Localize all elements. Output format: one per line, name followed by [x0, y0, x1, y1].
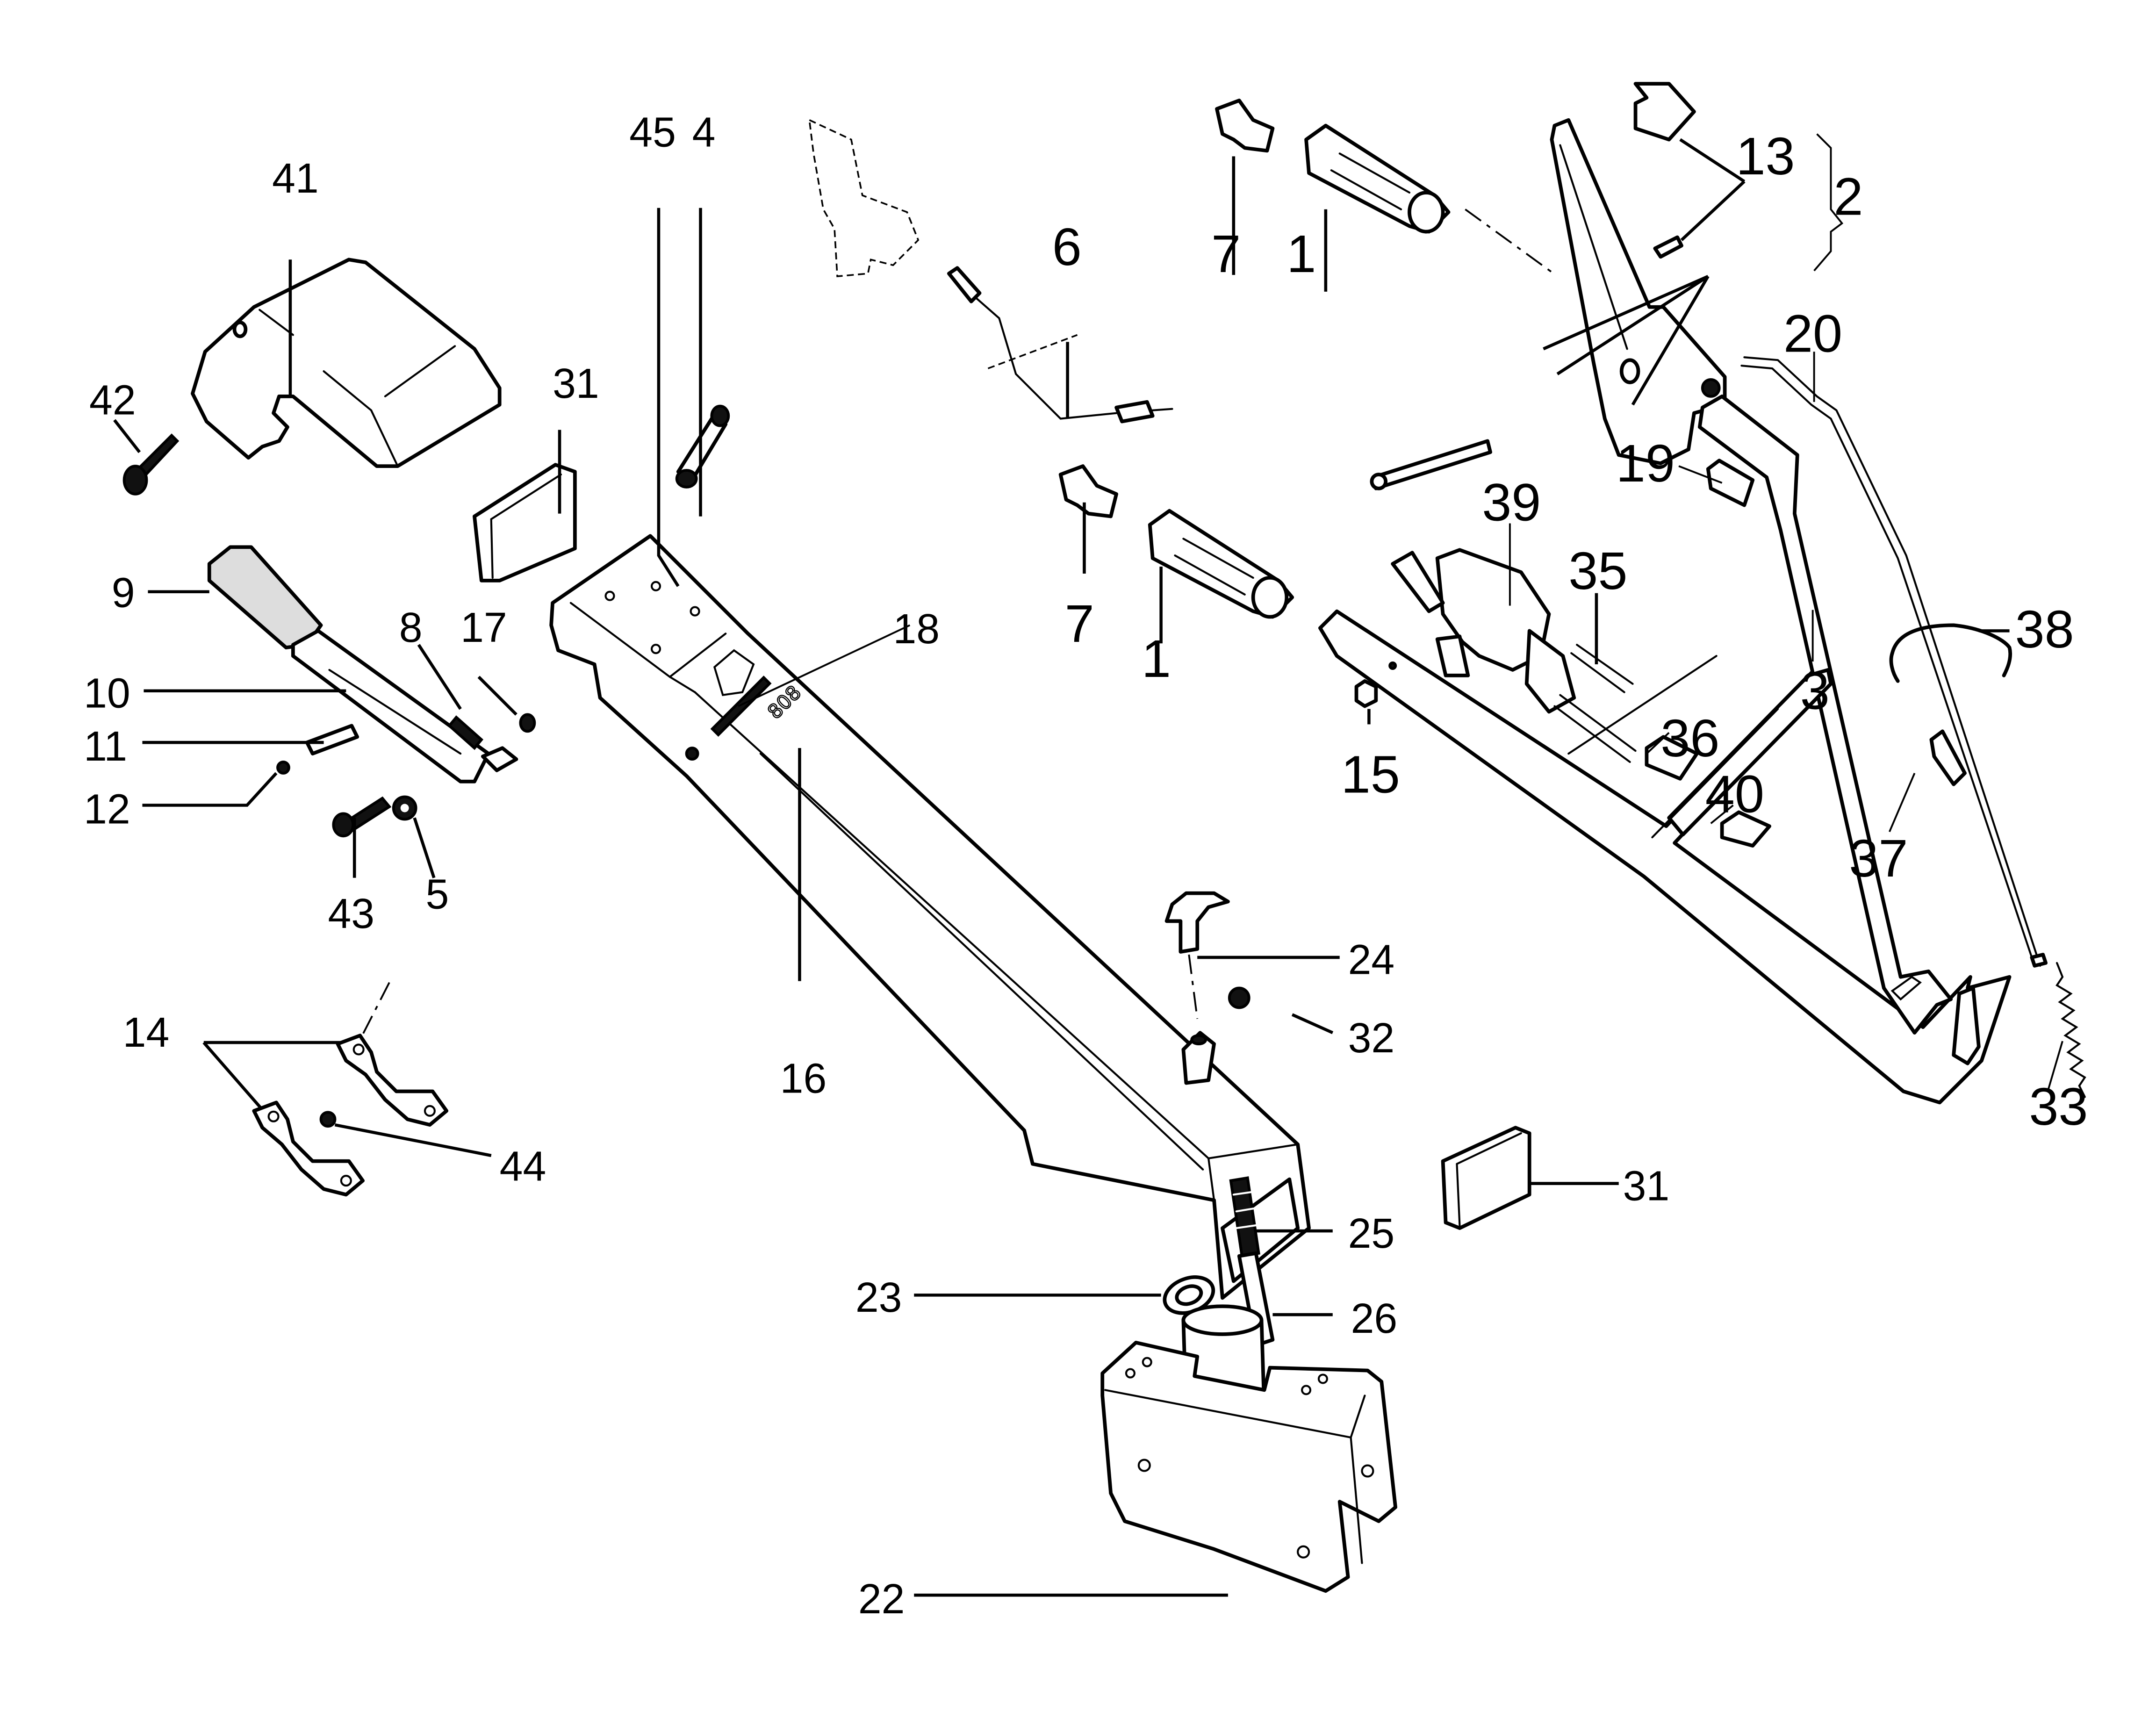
grip-plug-upper-part	[1215, 99, 1275, 153]
cover-screw-part	[122, 433, 180, 496]
callout-2: 2	[1833, 167, 1863, 227]
callout-15: 15	[1341, 745, 1400, 805]
callout-45: 45	[629, 108, 676, 155]
callout-8: 8	[399, 604, 423, 651]
callout-23: 23	[855, 1274, 902, 1321]
wire-harness-part	[808, 118, 1173, 424]
throttle-control-part	[1391, 548, 1637, 763]
cable-clip-upper-part	[1706, 459, 1755, 507]
callout-19: 19	[1616, 434, 1675, 493]
callout-31-upper: 31	[553, 360, 599, 407]
end-cap-upper-part	[473, 463, 577, 582]
leader-lines	[113, 133, 2063, 1597]
callout-35: 35	[1568, 541, 1627, 601]
callout-1-lower: 1	[1142, 629, 1171, 689]
shift-lever-part	[207, 545, 536, 784]
pivot-bolt-part	[332, 795, 417, 838]
callout-10: 10	[84, 670, 130, 717]
cable-clip-c-part	[1929, 729, 1967, 786]
callout-16: 16	[780, 1055, 827, 1102]
return-spring-part	[2055, 962, 2086, 1098]
callout-36: 36	[1660, 709, 1719, 768]
callout-37: 37	[1849, 829, 1908, 888]
end-cap-lower-part	[1441, 1126, 1531, 1230]
callout-41: 41	[272, 155, 319, 201]
callout-13: 13	[1736, 127, 1795, 186]
callout-25: 25	[1348, 1210, 1395, 1257]
handlebar-part	[1318, 394, 2012, 1105]
lock-knob-part	[1164, 891, 1230, 1019]
callout-26: 26	[1351, 1295, 1398, 1342]
callout-20: 20	[1783, 304, 1842, 363]
column-nut-part	[1228, 986, 1250, 1009]
callout-labels: 41 42 45 4 31 9 10 11 12 8 17 43 5 14 44…	[84, 108, 2088, 1622]
control-rod-part	[1740, 356, 2048, 968]
callout-31-lower: 31	[1623, 1162, 1670, 1209]
hand-grip-lower-part	[1148, 509, 1294, 619]
callout-12: 12	[84, 785, 130, 832]
callout-11: 11	[84, 723, 127, 769]
callout-6: 6	[1052, 217, 1082, 277]
callout-7-upper: 7	[1211, 224, 1241, 284]
callout-3: 3	[1800, 661, 1830, 721]
handlebar-nut-part	[1354, 661, 1397, 708]
callout-40: 40	[1705, 764, 1764, 824]
cable-clip-a-part	[1645, 735, 1699, 781]
callout-43: 43	[328, 890, 375, 937]
hand-grip-upper-part	[1304, 123, 1451, 234]
callout-18: 18	[893, 605, 940, 652]
callout-5: 5	[425, 870, 449, 917]
callout-7-lower: 7	[1065, 594, 1094, 654]
callout-17: 17	[460, 604, 507, 651]
callout-14: 14	[123, 1009, 170, 1056]
callout-32: 32	[1348, 1014, 1395, 1061]
spring-part	[1229, 1176, 1260, 1258]
callout-9: 9	[112, 569, 135, 616]
grip-plug-lower-part	[1058, 464, 1118, 518]
callout-39: 39	[1482, 473, 1541, 532]
callout-38: 38	[2015, 600, 2074, 659]
hose-clamp-part	[1889, 623, 2012, 683]
callout-24: 24	[1348, 936, 1395, 983]
callout-42: 42	[89, 377, 136, 424]
fork-bracket-part	[1100, 1304, 1397, 1593]
cable-clip-b-part	[1720, 810, 1772, 848]
callout-22: 22	[858, 1575, 905, 1622]
callout-44: 44	[500, 1143, 546, 1190]
callout-4: 4	[692, 108, 716, 155]
bolt-part	[675, 404, 730, 489]
callout-1-upper: 1	[1286, 224, 1316, 284]
pipe-clamps-part	[252, 982, 449, 1197]
callout-33: 33	[2029, 1077, 2088, 1136]
handle-cover-part	[191, 258, 502, 468]
